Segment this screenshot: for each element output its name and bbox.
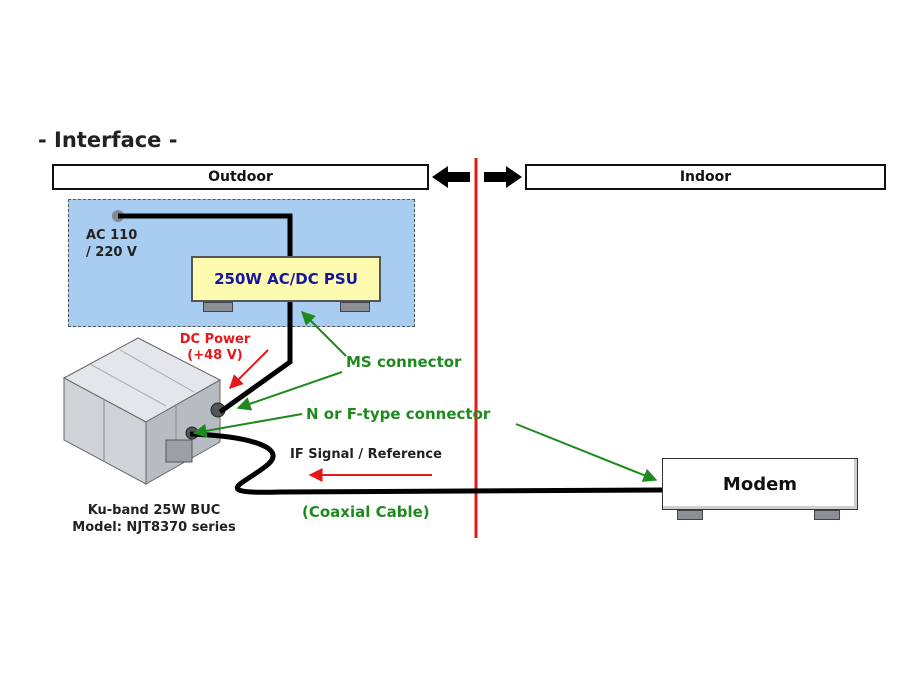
outdoor-header: Outdoor [52,164,429,190]
coaxial-cable [189,431,663,495]
page-title: - Interface - [38,128,178,152]
indoor-header: Indoor [525,164,886,190]
ac-label-line1: AC 110 [86,228,138,243]
bidirectional-arrow-icon [432,166,522,188]
dc-power-line1: DC Power [179,332,251,347]
dc-power-cable [218,302,293,415]
if-signal-label: IF Signal / Reference [290,447,442,462]
psu-foot-left [203,302,233,312]
modem-foot-left [677,510,703,520]
psu-box: 250W AC/DC PSU [191,256,381,302]
buc-label-line1: Ku-band 25W BUC [87,503,221,518]
buc-unit-icon [62,337,226,485]
psu-foot-right [340,302,370,312]
buc-label-line2: Model: NJT8370 series [72,520,236,535]
modem-foot-right [814,510,840,520]
ms-connector-label: MS connector [346,353,462,371]
dc-power-line2: (+48 V) [187,348,243,363]
buc-label: Ku-band 25W BUC Model: NJT8370 series [54,502,254,536]
dc-power-label: DC Power (+48 V) [172,332,258,364]
ac-input-label: AC 110 / 220 V [86,227,137,261]
ac-label-line2: / 220 V [86,245,137,260]
coaxial-cable-label: (Coaxial Cable) [302,503,430,521]
ac-power-cable [118,213,293,258]
modem-box: Modem [662,458,858,510]
n-f-connector-label: N or F-type connector [306,405,491,423]
